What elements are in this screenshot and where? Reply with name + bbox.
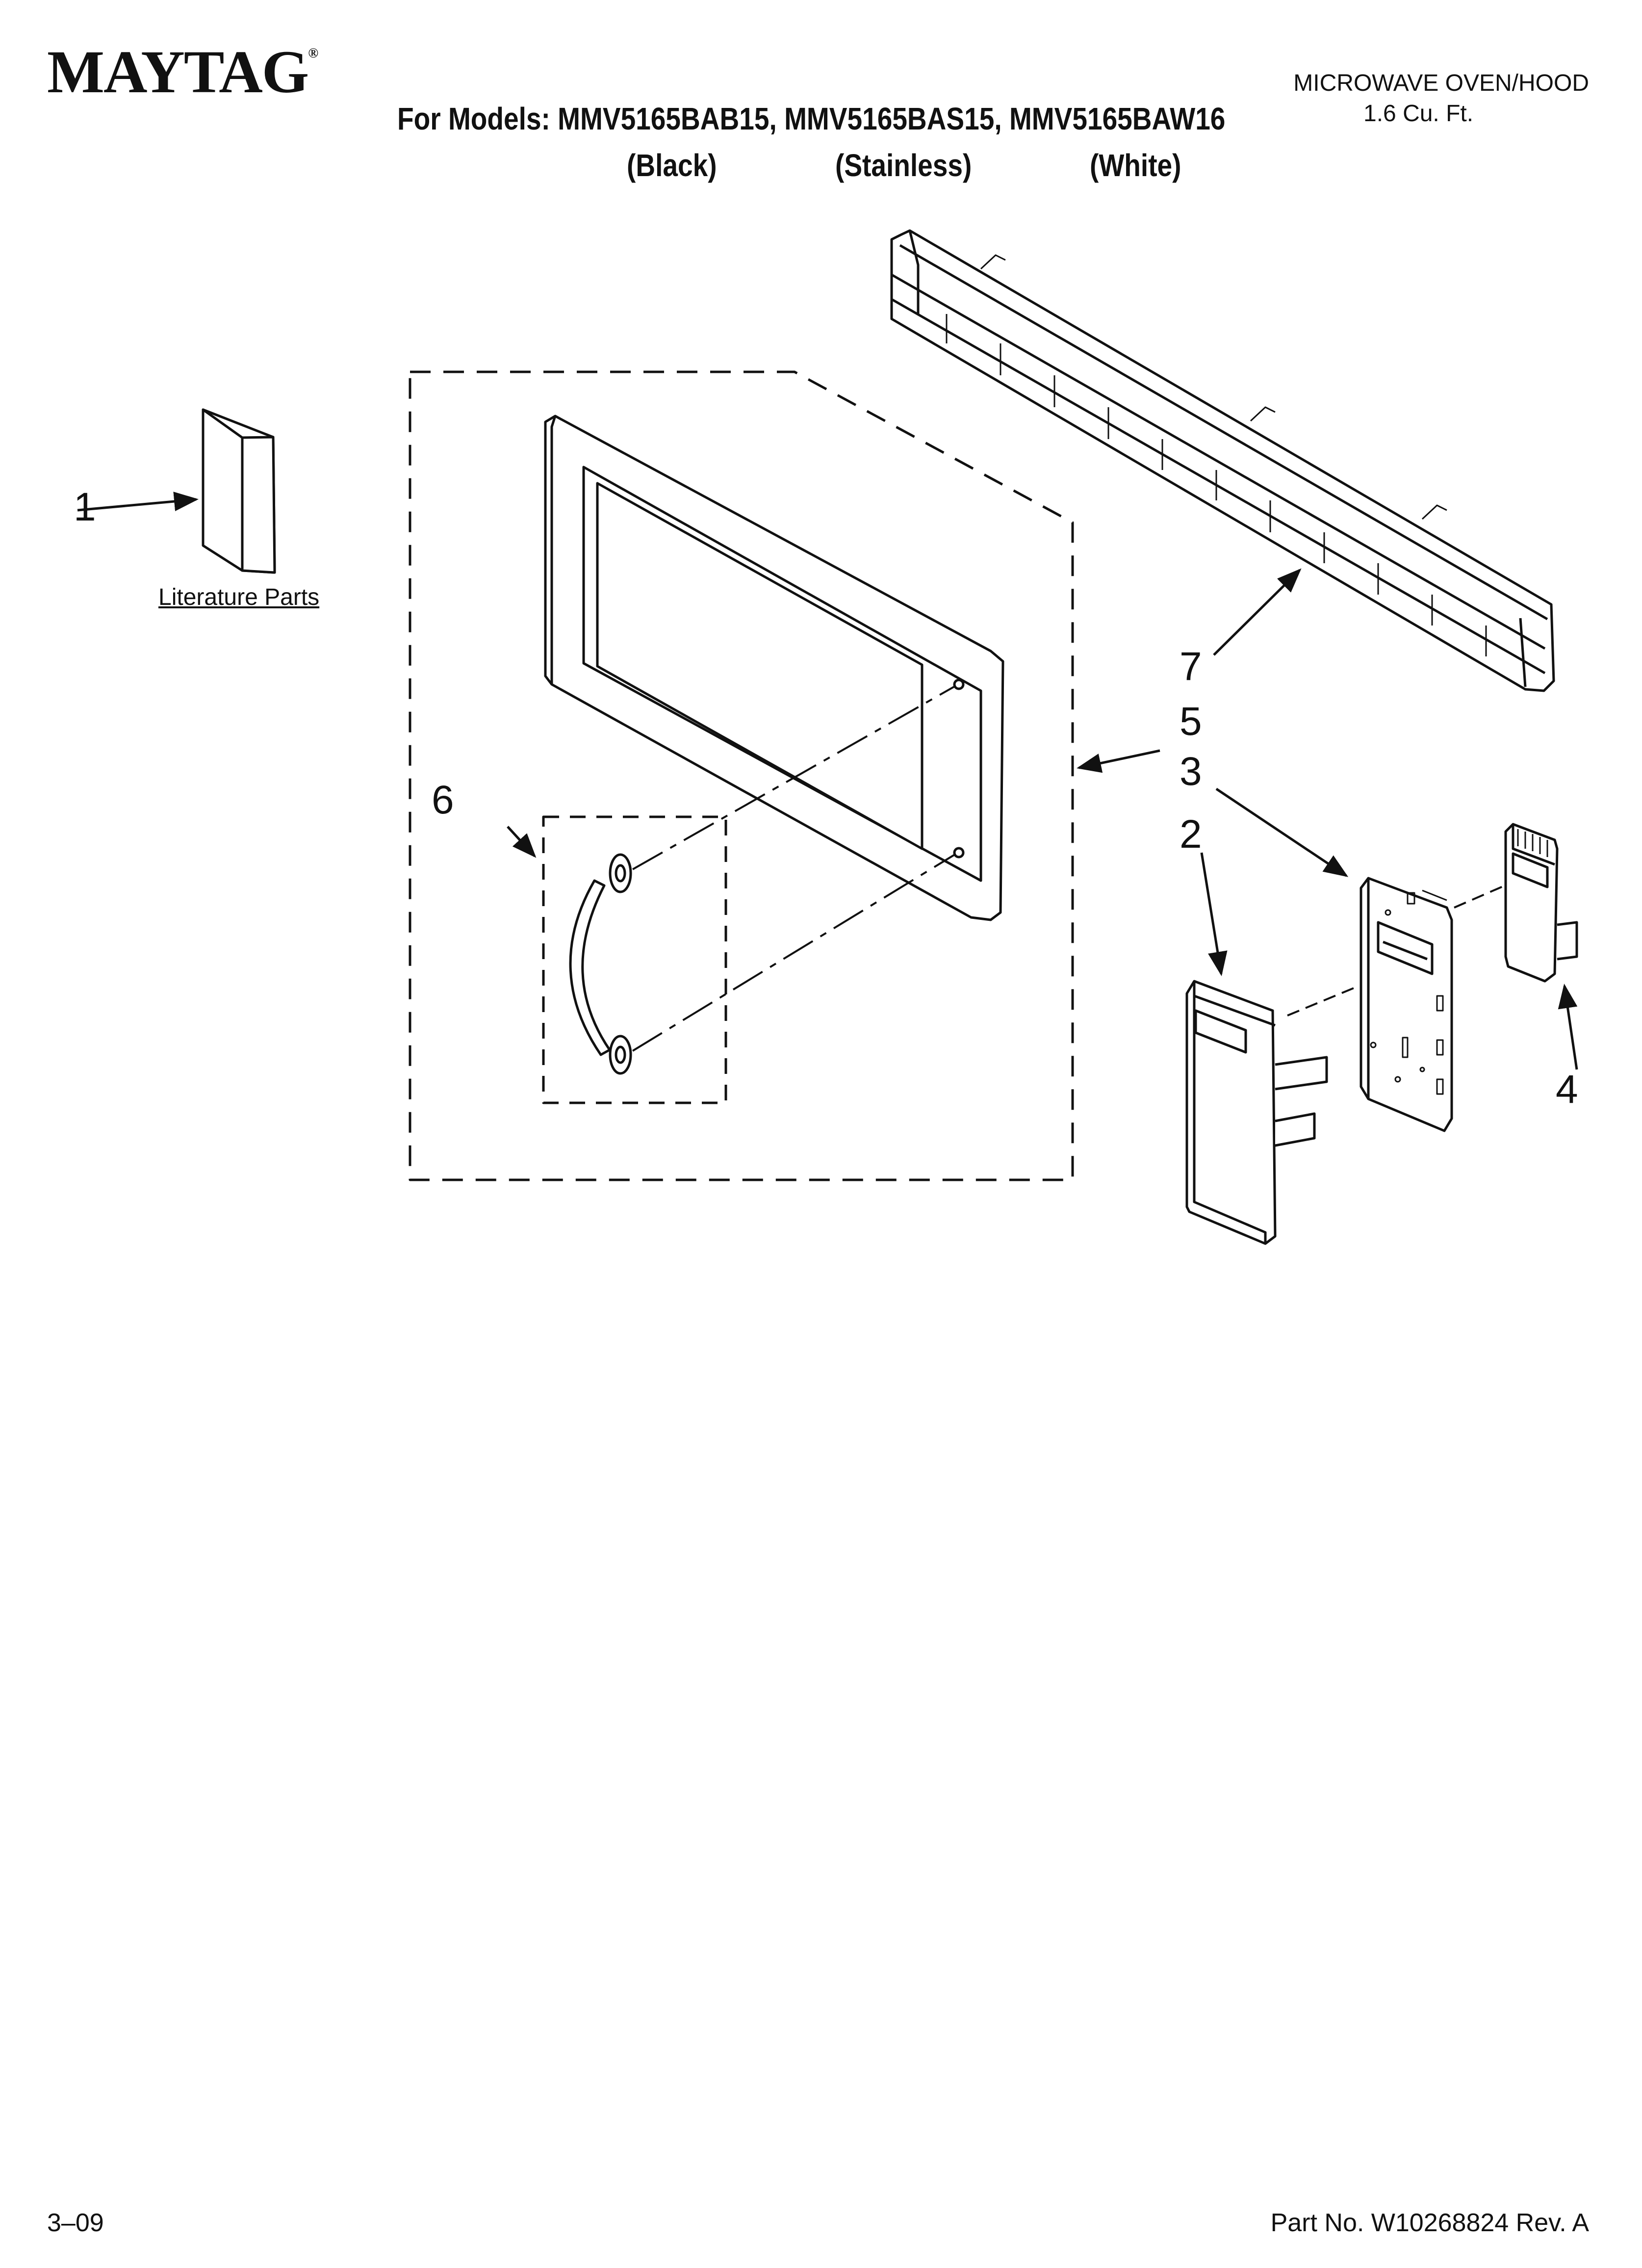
control-panel bbox=[1185, 980, 1328, 1245]
callout-6: 6 bbox=[432, 778, 454, 822]
callout-3: 3 bbox=[1180, 749, 1202, 794]
screw-line-upper bbox=[632, 686, 954, 870]
arrow-5 bbox=[1077, 749, 1160, 773]
panel-connector-line bbox=[1287, 985, 1359, 1017]
literature-booklet bbox=[202, 408, 276, 574]
callout-4: 4 bbox=[1556, 1067, 1578, 1112]
arrow-3 bbox=[1215, 787, 1349, 877]
part-number: Part No. W10268824 Rev. A bbox=[1270, 2209, 1589, 2237]
screw-line-lower bbox=[632, 854, 955, 1052]
arrow-6 bbox=[507, 826, 537, 858]
models-line: For Models: MMV5165BAB15, MMV5165BAS15, … bbox=[397, 101, 1226, 136]
handle-kit-outline bbox=[542, 815, 727, 1104]
literature-parts-label: Literature Parts bbox=[158, 584, 320, 610]
callout-5: 5 bbox=[1180, 699, 1202, 744]
callout-1: 1 bbox=[74, 485, 96, 529]
callout-7: 7 bbox=[1180, 644, 1202, 689]
callout-2: 2 bbox=[1180, 812, 1202, 857]
door-frame bbox=[544, 415, 1004, 921]
arrow-4 bbox=[1558, 984, 1578, 1070]
date-code: 3–09 bbox=[47, 2209, 104, 2237]
color-black: (Black) bbox=[627, 148, 717, 183]
color-white: (White) bbox=[1090, 148, 1181, 183]
board-connector-line bbox=[1454, 882, 1511, 909]
arrow-1 bbox=[77, 492, 199, 512]
capacity: 1.6 Cu. Ft. bbox=[1363, 101, 1474, 127]
arrow-7 bbox=[1213, 568, 1302, 656]
arrow-2 bbox=[1200, 852, 1228, 976]
brand-logo: MAYTAG® bbox=[47, 38, 318, 105]
control-board bbox=[1360, 877, 1453, 1132]
color-stainless: (Stainless) bbox=[835, 148, 972, 183]
door-assembly-outline bbox=[409, 370, 1074, 1181]
product-title: MICROWAVE OVEN/HOOD bbox=[1293, 70, 1589, 96]
door-handle bbox=[569, 853, 632, 1075]
vent-grille bbox=[890, 229, 1555, 692]
keypad-membrane bbox=[1504, 823, 1578, 983]
